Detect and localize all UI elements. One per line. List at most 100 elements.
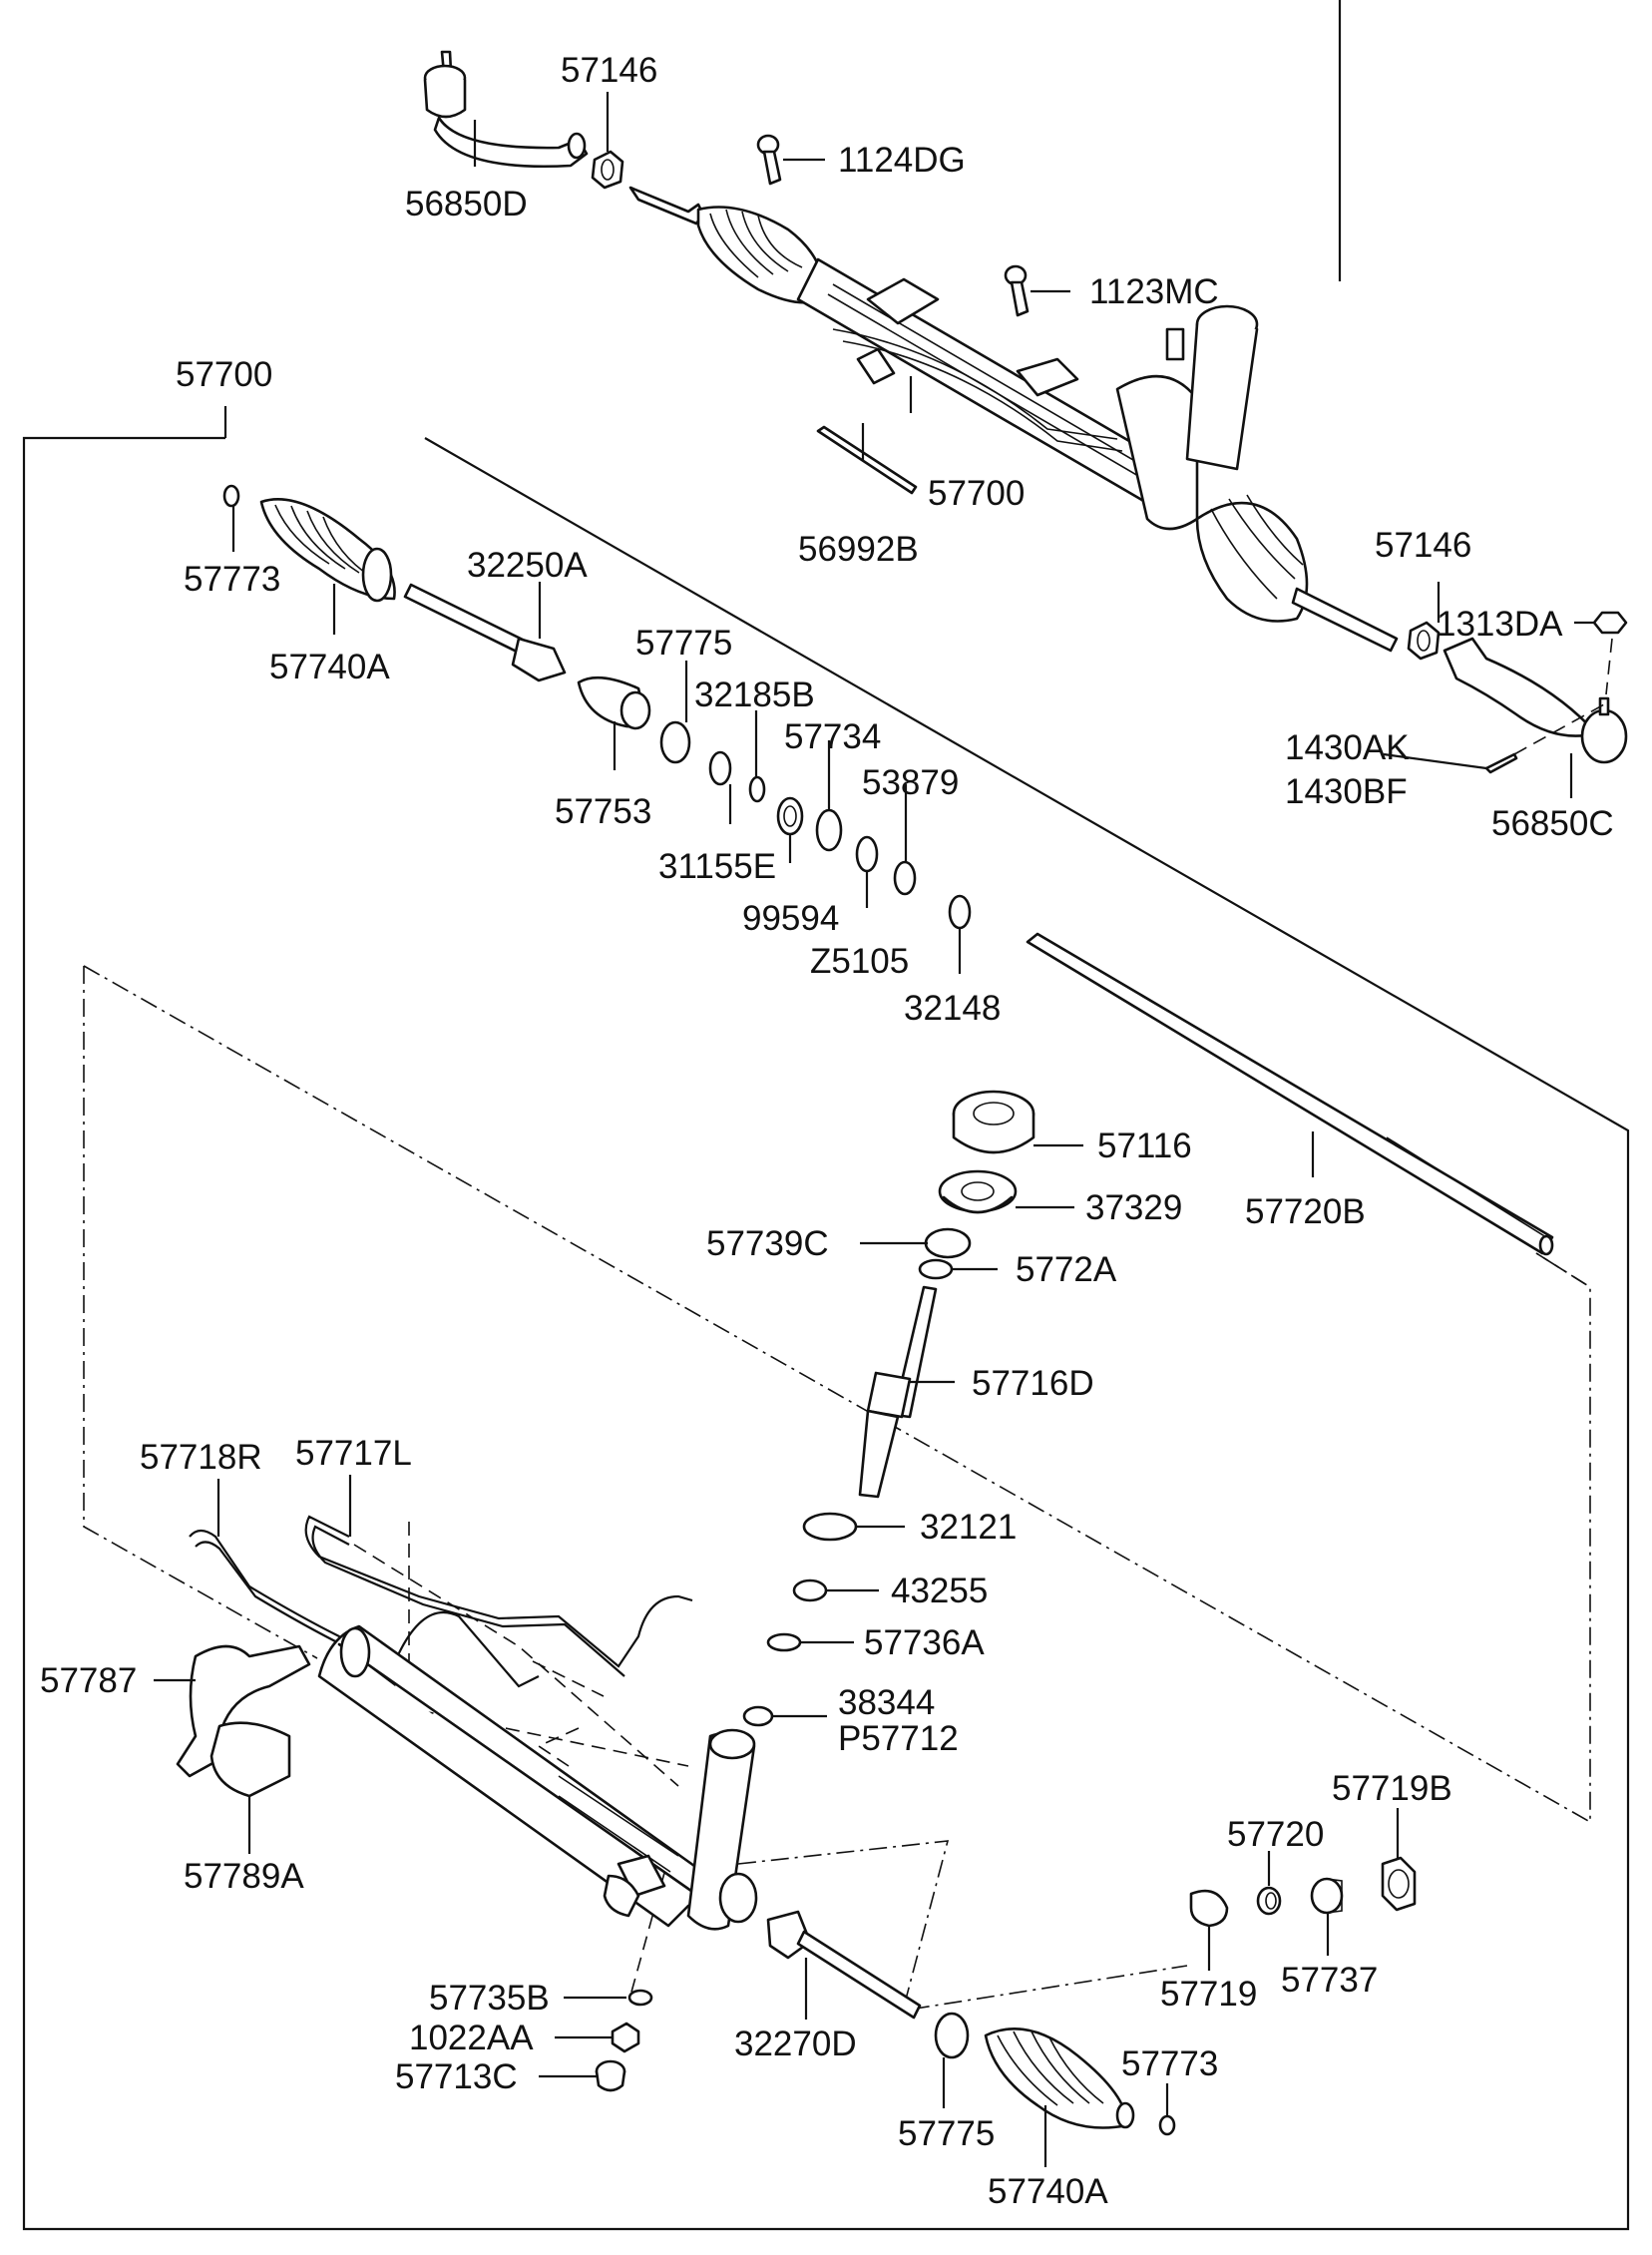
label-56992B[interactable]: 56992B xyxy=(798,530,919,569)
label-57116[interactable]: 57116 xyxy=(1097,1127,1192,1165)
part-labels: 56850D 57146 1124DG 1123MC 57700 57700 5… xyxy=(40,51,1614,2211)
pinion-57716D-illustration xyxy=(858,1285,938,1499)
label-57787[interactable]: 57787 xyxy=(40,1661,137,1700)
label-57736A[interactable]: 57736A xyxy=(864,1623,985,1662)
oring-Z5105-illustration xyxy=(855,835,879,873)
mount-bush-57789A-illustration xyxy=(209,1721,291,1798)
label-32185B[interactable]: 32185B xyxy=(694,676,815,714)
label-5772A[interactable]: 5772A xyxy=(1016,1250,1117,1289)
label-56850D[interactable]: 56850D xyxy=(405,185,528,224)
snap-ring-32185B-illustration xyxy=(748,775,766,803)
cap-57719B-illustration xyxy=(1381,1856,1417,1912)
bellows-bottom-illustration xyxy=(984,2028,1135,2129)
label-57775-bottom[interactable]: 57775 xyxy=(898,2114,995,2153)
leader-lines xyxy=(154,0,1594,2167)
label-57717L[interactable]: 57717L xyxy=(295,1434,412,1473)
label-57735B[interactable]: 57735B xyxy=(429,1979,550,2018)
label-38344[interactable]: 38344 xyxy=(838,1683,935,1722)
cap-38344-illustration xyxy=(742,1705,774,1727)
ring-99594-illustration xyxy=(776,796,804,836)
snap-57739C-illustration xyxy=(924,1227,972,1259)
label-32148[interactable]: 32148 xyxy=(904,989,1001,1028)
oring-57736A-illustration xyxy=(766,1632,802,1652)
label-1123MC[interactable]: 1123MC xyxy=(1089,272,1219,311)
label-57737[interactable]: 57737 xyxy=(1281,1961,1378,2000)
label-57713C[interactable]: 57713C xyxy=(395,2057,518,2096)
clip-bottom-illustration xyxy=(1158,2114,1176,2136)
yoke-57719-illustration xyxy=(1189,1889,1229,1928)
label-57718R[interactable]: 57718R xyxy=(140,1438,262,1477)
oring-5772A-illustration xyxy=(918,1258,954,1280)
label-32270D[interactable]: 32270D xyxy=(734,2025,857,2063)
label-99594[interactable]: 99594 xyxy=(742,899,839,938)
tie-rod-end-lh-illustration xyxy=(423,50,589,169)
lock-nut-top-illustration xyxy=(591,150,624,190)
label-1124DG[interactable]: 1124DG xyxy=(838,141,966,180)
label-57753[interactable]: 57753 xyxy=(555,792,651,831)
label-57734[interactable]: 57734 xyxy=(784,717,881,756)
label-57789A[interactable]: 57789A xyxy=(184,1857,304,1896)
oring-32121-illustration xyxy=(802,1512,858,1542)
bolt-1123MC-illustration xyxy=(1004,264,1030,317)
label-1313DA[interactable]: 1313DA xyxy=(1437,605,1563,644)
label-57773-bottom[interactable]: 57773 xyxy=(1121,2044,1218,2083)
label-57773-top[interactable]: 57773 xyxy=(184,560,280,599)
bushing-57753-illustration xyxy=(577,676,651,730)
clip-top-illustration xyxy=(222,484,240,508)
inner-ball-joint-bottom-illustration xyxy=(766,1910,922,2020)
label-57740A-top[interactable]: 57740A xyxy=(269,648,390,686)
clamp-57787-illustration xyxy=(176,1644,311,1778)
label-31155E[interactable]: 31155E xyxy=(658,847,776,886)
label-57146-right[interactable]: 57146 xyxy=(1375,526,1471,565)
bolt-1124DG-illustration xyxy=(756,134,782,186)
castle-nut-illustration xyxy=(1592,611,1628,635)
label-57719B[interactable]: 57719B xyxy=(1332,1769,1452,1808)
inner-ball-joint-top-illustration xyxy=(403,583,567,682)
plug-57713C-illustration xyxy=(595,2059,626,2092)
gear-assembly-top-illustration xyxy=(628,186,1399,653)
gear-housing-bottom-illustration xyxy=(317,1624,758,1931)
band-bottom-illustration xyxy=(934,2012,970,2059)
label-57720B[interactable]: 57720B xyxy=(1245,1192,1366,1231)
label-57740A-bottom[interactable]: 57740A xyxy=(988,2172,1108,2211)
cap-57735B-illustration xyxy=(627,1989,653,2007)
band-top-illustration xyxy=(659,720,691,764)
seal-31155E-illustration xyxy=(708,750,732,786)
label-53879[interactable]: 53879 xyxy=(862,763,959,802)
cotter-pin-illustration xyxy=(1484,638,1613,774)
assembly-frame xyxy=(22,406,1630,2231)
ring-53879-illustration xyxy=(893,860,917,896)
exploded-guide-lines xyxy=(83,965,1591,2012)
label-57719[interactable]: 57719 xyxy=(1160,1975,1257,2014)
label-32121[interactable]: 32121 xyxy=(920,1508,1017,1547)
label-1430BF[interactable]: 1430BF xyxy=(1285,772,1408,811)
label-32250A[interactable]: 32250A xyxy=(467,546,588,585)
label-1430AK[interactable]: 1430AK xyxy=(1285,728,1410,767)
tube-57718R-illustration xyxy=(189,1529,540,1688)
tube-57717L-illustration xyxy=(304,1515,693,1677)
label-43255[interactable]: 43255 xyxy=(891,1572,988,1610)
label-37329[interactable]: 37329 xyxy=(1085,1188,1182,1227)
label-57775-top[interactable]: 57775 xyxy=(635,624,732,663)
label-57700-frame[interactable]: 57700 xyxy=(176,355,272,394)
nut-57737-illustration xyxy=(1310,1877,1344,1915)
label-57700-top[interactable]: 57700 xyxy=(928,474,1025,513)
ring-32148-illustration xyxy=(948,894,972,930)
label-1022AA[interactable]: 1022AA xyxy=(409,2019,534,2057)
seal-57734-illustration xyxy=(815,808,843,852)
label-56850C[interactable]: 56850C xyxy=(1491,804,1614,843)
cap-57116-illustration xyxy=(952,1090,1035,1154)
rack-57720B-illustration xyxy=(1026,932,1554,1256)
label-Z5105[interactable]: Z5105 xyxy=(810,942,909,981)
label-57716D[interactable]: 57716D xyxy=(972,1364,1094,1403)
lock-nut-right-illustration xyxy=(1407,621,1441,661)
seal-43255-illustration xyxy=(792,1578,828,1602)
label-57739C[interactable]: 57739C xyxy=(706,1224,829,1263)
spring-57720-illustration xyxy=(1256,1886,1282,1916)
label-57720[interactable]: 57720 xyxy=(1227,1815,1324,1854)
label-P57712[interactable]: P57712 xyxy=(838,1719,959,1758)
label-57146-top[interactable]: 57146 xyxy=(561,51,657,90)
plug-37329-illustration xyxy=(938,1169,1018,1214)
nut-1022AA-illustration xyxy=(611,2022,640,2053)
